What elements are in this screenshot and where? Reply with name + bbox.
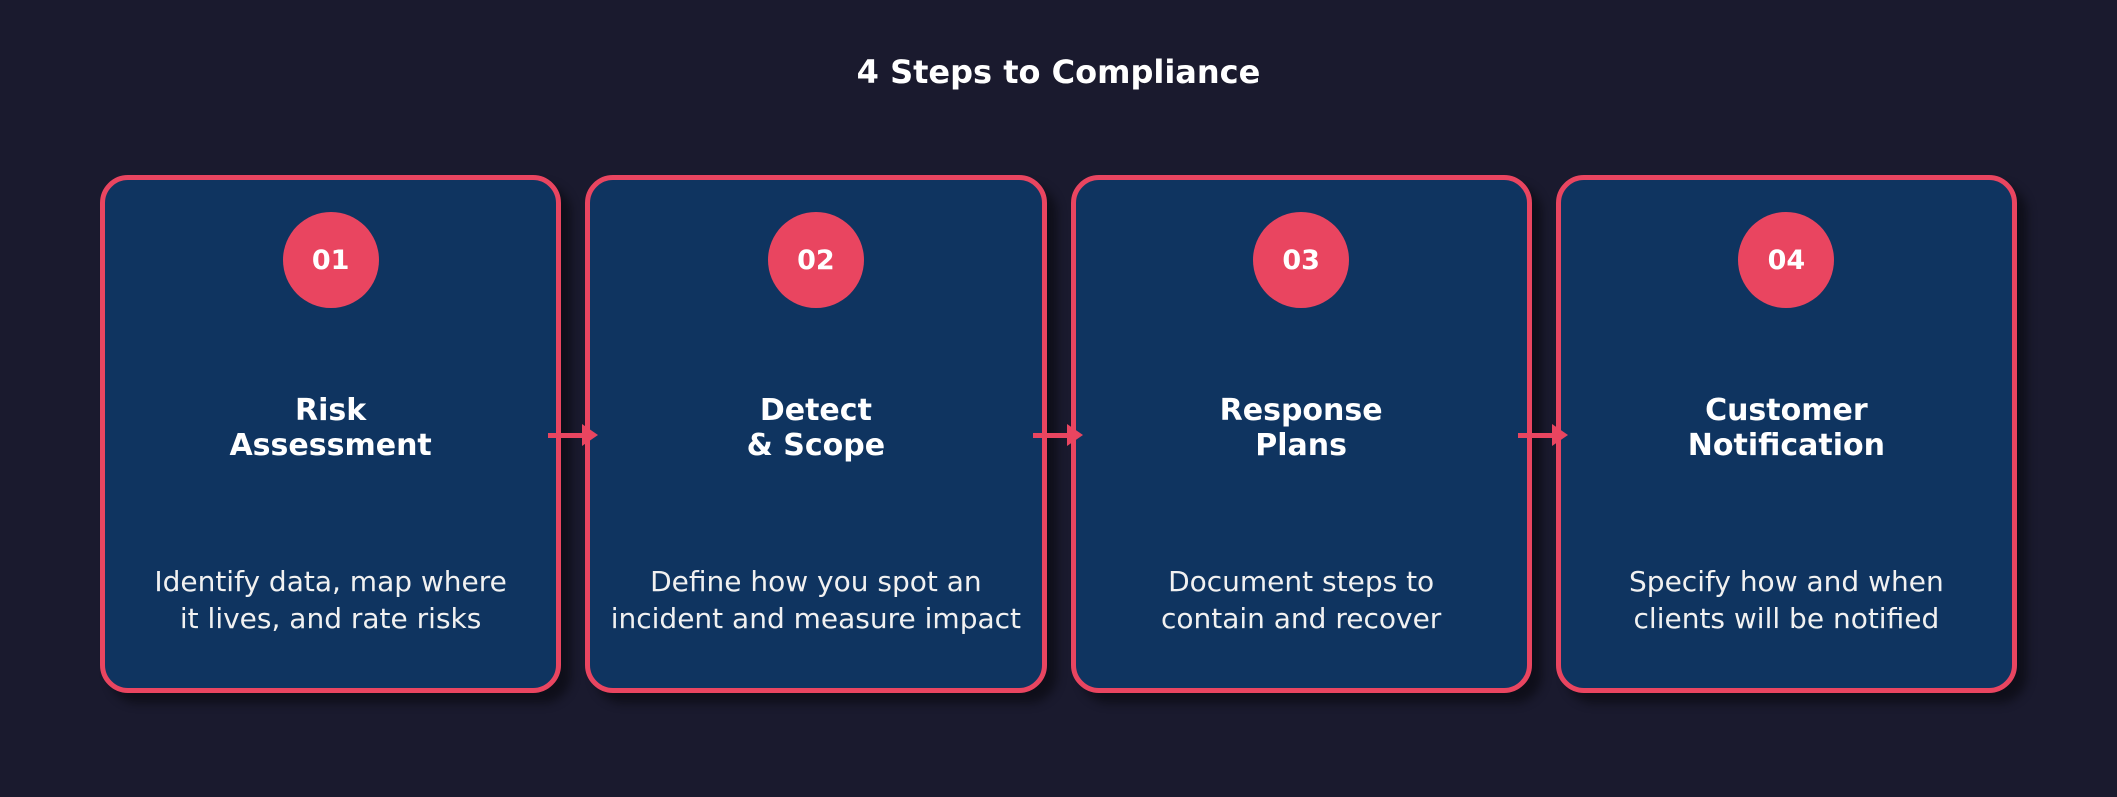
step-card-4: 04 Customer Notification Specify how and… [1555,175,2017,693]
step-number: 03 [1282,244,1320,276]
step-title: Detect & Scope [746,393,886,463]
step-number: 02 [797,244,835,276]
step-title: Risk Assessment [229,393,432,463]
arrow-line [1033,432,1067,438]
steps-row: 01 Risk Assessment Identify data, map wh… [100,175,2017,693]
step-description: Define how you spot an incident and meas… [610,565,1022,635]
step-number-badge: 04 [1738,212,1835,308]
page-title: 4 Steps to Compliance [856,53,1261,91]
step-card-1: 01 Risk Assessment Identify data, map wh… [100,175,562,693]
step-number-badge: 01 [282,212,379,308]
arrow-right-icon [1033,424,1083,446]
arrow-right-icon [548,424,598,446]
step-number: 04 [1767,244,1806,276]
step-title: Customer Notification [1687,393,1885,463]
arrow-right-icon [1518,424,1568,446]
step-card-3: 03 Response Plans Document steps to cont… [1070,175,1532,693]
step-card-2: 02 Detect & Scope Define how you spot an… [585,175,1047,693]
step-number-badge: 02 [767,212,864,308]
step-description: Identify data, map where it lives, and r… [154,565,507,635]
step-description: Document steps to contain and recover [1160,565,1442,635]
step-number-badge: 03 [1253,212,1350,308]
step-number: 01 [311,244,350,276]
arrow-head [1067,424,1083,446]
arrow-head [1552,424,1568,446]
arrow-line [1518,432,1552,438]
step-title: Response Plans [1219,393,1383,463]
arrow-head [582,424,598,446]
step-description: Specify how and when clients will be not… [1629,565,1944,635]
arrow-line [548,432,582,438]
